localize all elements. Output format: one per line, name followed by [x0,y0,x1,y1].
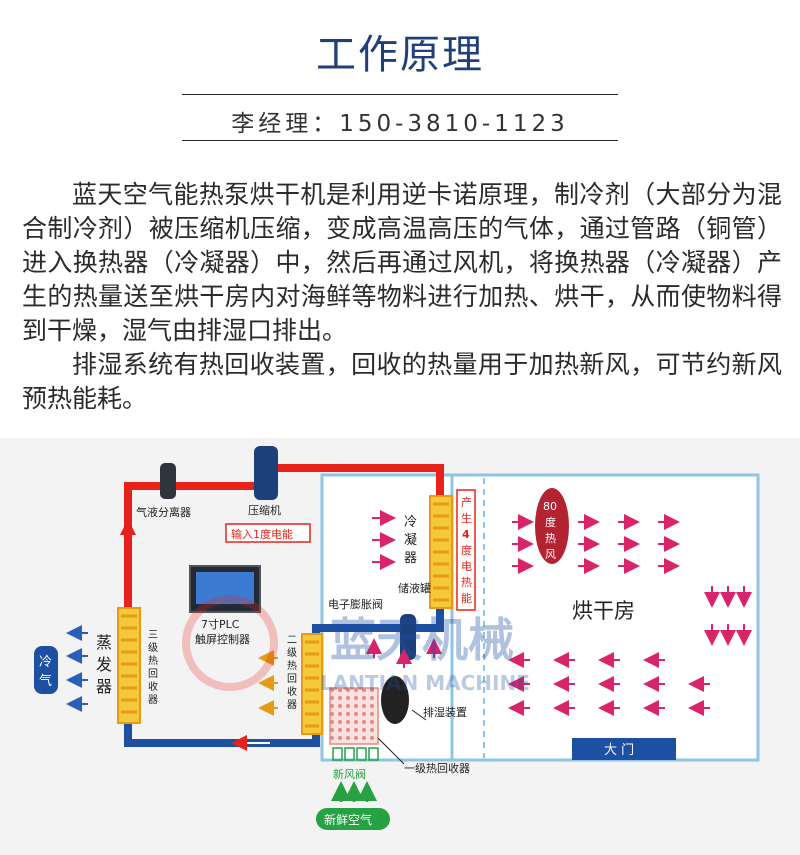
svg-text:冷: 冷 [404,515,417,530]
condenser-inlet-arrows [372,510,396,570]
evaporator-label-1: 蒸 [96,633,112,652]
watermark-en: LANTIAN MACHINE [320,671,530,695]
hot-air-right-arrows [512,514,680,574]
cold-air-label-1: 冷 [39,655,52,670]
page-title: 工作原理 [316,32,484,78]
condenser-label: 冷 凝 器 [404,515,417,566]
gate-label: 大 门 [604,743,634,758]
drying-room-label: 烘干房 [572,599,635,623]
evaporator-coil-lines [121,614,137,714]
stage2-recovery-coil [301,633,323,735]
plc-label-line2: 触屏控制器 [195,632,250,646]
fresh-air-label: 新鲜空气 [324,812,372,827]
svg-text:热: 热 [148,654,158,667]
svg-text:80: 80 [543,500,557,513]
dehumidifier-label: 排湿装置 [423,705,467,719]
gate-bar [572,738,676,760]
svg-text:度: 度 [461,543,472,557]
separator-icon [160,463,176,499]
separator-label: 气液分离器 [136,505,191,519]
svg-text:回: 回 [148,668,158,680]
svg-text:级: 级 [148,642,158,654]
svg-text:度: 度 [545,515,556,529]
stage2-orange-arrows [258,650,278,716]
svg-text:风: 风 [545,548,556,561]
svg-text:4: 4 [462,528,470,541]
cold-air-badge [34,646,58,694]
divider-top [182,94,618,95]
svg-text:收: 收 [148,680,158,693]
svg-text:凝: 凝 [404,532,417,548]
heat-output-label: 产 生 4 度 电 热 能 [461,495,472,605]
hot-air-badge [535,488,569,564]
watermark-logo-icon [182,595,278,691]
fresh-air-valve-label: 新风阀 [333,767,366,781]
stage1-recovery-label: 一级热回收器 [404,761,470,775]
svg-text:器: 器 [148,694,158,706]
svg-text:器: 器 [404,551,417,566]
contact-line: 李经理：150-3810-1123 [231,111,569,137]
plc-screen-display [196,572,254,604]
description-text: 蓝天空气能热泵烘干机是利用逆卡诺原理，制冷剂（大部分为混合制冷剂）被压缩机压缩，… [22,178,782,416]
compressor-icon [254,446,278,500]
fresh-air-badge [316,808,390,830]
svg-text:三: 三 [148,630,158,641]
evaporator-label-2: 发 [96,655,112,674]
svg-text:热: 热 [287,659,297,672]
power-input-box [225,523,311,543]
svg-text:回: 回 [287,673,297,685]
heat-pump-diagram: 压缩机 输入1度电能 气液分离器 7寸PLC 触屏控制器 蒸 发 器 冷 气 三… [0,438,800,855]
svg-text:热: 热 [545,532,556,545]
dehumidifier-fan-icon [381,676,409,724]
power-input-label: 输入1度电能 [231,527,293,541]
dehumidifier-leader-line [411,709,427,721]
svg-text:二: 二 [287,635,297,646]
stage1-recovery-block [329,687,379,745]
svg-text:电: 电 [461,560,472,573]
svg-text:产: 产 [461,495,472,509]
description-paragraph-1: 蓝天空气能热泵烘干机是利用逆卡诺原理，制冷剂（大部分为混合制冷剂）被压缩机压缩，… [22,180,782,345]
description-paragraph-2: 排湿系统有热回收装置，回收的热量用于加热新风，可节约新风预热能耗。 [22,350,782,413]
evaporator-label-3: 器 [96,677,112,696]
svg-text:器: 器 [287,699,297,711]
divider-bottom [182,140,618,141]
stage3-recovery-label: 三 级 热 回 收 器 [148,630,158,706]
condenser-coil-lines [433,502,449,602]
expansion-valve-label: 电子膨胀阀 [328,597,383,611]
plc-label-line1: 7寸PLC [201,617,240,631]
cold-air-label-2: 气 [39,673,52,689]
hot-air-label: 80 度 热 风 [543,500,557,561]
svg-text:生: 生 [461,511,472,525]
cold-air-arrows [66,625,88,712]
receiver-arrows [366,638,442,668]
compressor-label: 压缩机 [248,503,281,517]
heat-output-box [456,489,476,611]
fresh-air-valve-icon [332,747,379,761]
svg-text:热: 热 [461,576,472,589]
fresh-air-up-arrows [331,781,377,802]
hot-air-down-arrows [704,586,752,646]
receiver-label: 储液罐 [398,581,431,595]
stage1-leader-line [377,737,405,765]
svg-text:收: 收 [287,685,297,698]
stage2-recovery-label: 二 级 热 回 收 器 [287,635,297,711]
stage2-coil-lines [305,640,319,728]
diagram-canvas: 压缩机 输入1度电能 气液分离器 7寸PLC 触屏控制器 蒸 发 器 冷 气 三… [0,438,800,855]
svg-text:能: 能 [461,591,472,605]
watermark-cn: 蓝天机械 [330,613,514,667]
svg-text:级: 级 [287,647,297,659]
return-air-left-arrows [508,652,710,716]
